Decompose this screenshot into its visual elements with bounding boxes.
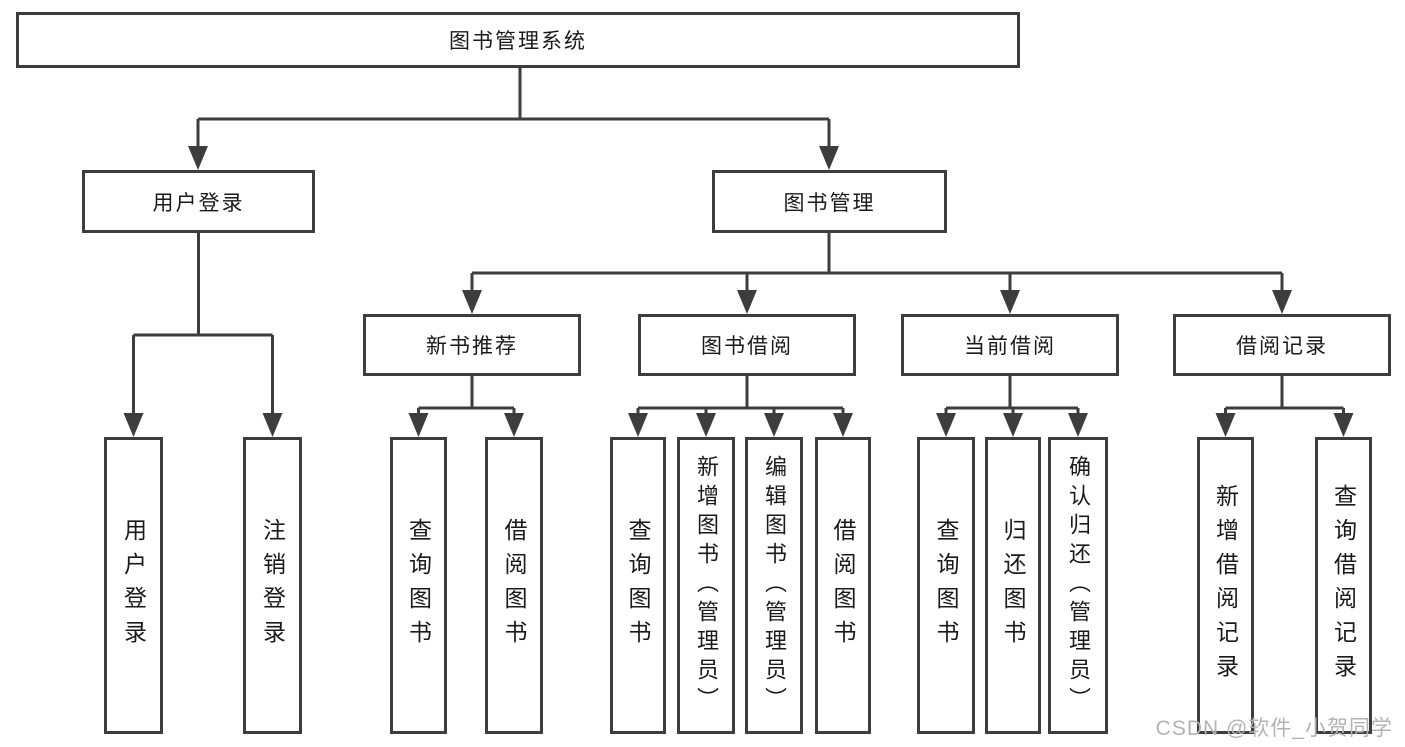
connector-root-to-level2 — [196, 68, 831, 166]
leaf-user-login: 用户登录 — [104, 437, 163, 734]
arrowhead — [833, 413, 853, 437]
arrowhead — [737, 290, 757, 314]
node-root: 图书管理系统 — [16, 12, 1020, 68]
leaf-query-borrow-record: 查询借阅记录 — [1315, 437, 1372, 734]
leaf-query-book-borrow-label: 查询图书 — [625, 517, 651, 654]
arrowhead — [1215, 413, 1236, 437]
arrowhead — [628, 413, 648, 437]
arrowhead — [408, 413, 429, 437]
arrowhead — [819, 146, 839, 170]
node-user-login: 用户登录 — [82, 170, 315, 233]
connector-book-management-children — [470, 233, 1284, 310]
node-borrow-records-label: 借阅记录 — [1236, 335, 1328, 358]
leaf-edit-book-admin-label: 编辑图书（管理员） — [762, 455, 787, 716]
node-user-login-label: 用户登录 — [152, 191, 245, 215]
arrowhead — [1272, 290, 1292, 314]
arrowhead — [696, 413, 716, 437]
leaf-borrow-book-recommend: 借阅图书 — [485, 437, 543, 734]
node-new-book-recommend: 新书推荐 — [363, 314, 581, 376]
leaf-add-borrow-record: 新增借阅记录 — [1197, 437, 1254, 734]
leaf-query-borrow-record-label: 查询借阅记录 — [1330, 483, 1357, 688]
leaf-borrow-book: 借阅图书 — [815, 437, 871, 734]
node-borrow-records: 借阅记录 — [1173, 314, 1391, 376]
node-book-management-label: 图书管理 — [783, 191, 876, 215]
arrowhead — [1333, 413, 1354, 437]
connector-borrow-records-children — [1224, 376, 1345, 433]
arrowhead — [764, 413, 784, 437]
arrowhead — [123, 413, 144, 437]
arrowhead — [1000, 290, 1020, 314]
connector-user-login-children — [132, 233, 274, 433]
leaf-return-book-label: 归还图书 — [1000, 517, 1026, 654]
leaf-confirm-return-admin: 确认归还（管理员） — [1048, 437, 1108, 734]
node-book-borrow-label: 图书借阅 — [701, 335, 793, 358]
leaf-query-book-current-label: 查询图书 — [933, 517, 959, 654]
node-current-borrow: 当前借阅 — [901, 314, 1119, 376]
node-book-borrow: 图书借阅 — [638, 314, 856, 376]
connector-book-borrow-children — [636, 376, 845, 433]
arrowhead — [462, 290, 482, 314]
leaf-query-book-recommend-label: 查询图书 — [405, 517, 432, 654]
arrowhead — [1068, 413, 1088, 437]
leaf-logout-label: 注销登录 — [259, 517, 286, 654]
leaf-add-borrow-record-label: 新增借阅记录 — [1212, 483, 1239, 688]
leaf-query-book-current: 查询图书 — [917, 437, 975, 734]
connector-new-book-children — [417, 376, 516, 433]
node-book-management: 图书管理 — [712, 170, 947, 233]
leaf-borrow-book-label: 借阅图书 — [830, 517, 856, 654]
arrowhead — [936, 413, 956, 437]
node-new-book-recommend-label: 新书推荐 — [426, 335, 518, 358]
leaf-edit-book-admin: 编辑图书（管理员） — [745, 437, 803, 734]
arrowhead — [1003, 413, 1023, 437]
leaf-user-login-label: 用户登录 — [120, 517, 147, 654]
leaf-confirm-return-admin-label: 确认归还（管理员） — [1066, 455, 1091, 716]
arrowhead — [504, 413, 524, 437]
arrowhead — [262, 413, 283, 437]
leaf-query-book-borrow: 查询图书 — [610, 437, 666, 734]
leaf-borrow-book-recommend-label: 借阅图书 — [501, 517, 527, 654]
arrowhead — [188, 146, 208, 170]
leaf-add-book-admin-label: 新增图书（管理员） — [694, 455, 719, 716]
leaf-query-book-recommend: 查询图书 — [390, 437, 447, 734]
leaf-logout: 注销登录 — [243, 437, 302, 734]
leaf-add-book-admin: 新增图书（管理员） — [677, 437, 735, 734]
node-root-label: 图书管理系统 — [449, 30, 587, 53]
node-current-borrow-label: 当前借阅 — [964, 335, 1056, 358]
leaf-return-book: 归还图书 — [985, 437, 1041, 734]
